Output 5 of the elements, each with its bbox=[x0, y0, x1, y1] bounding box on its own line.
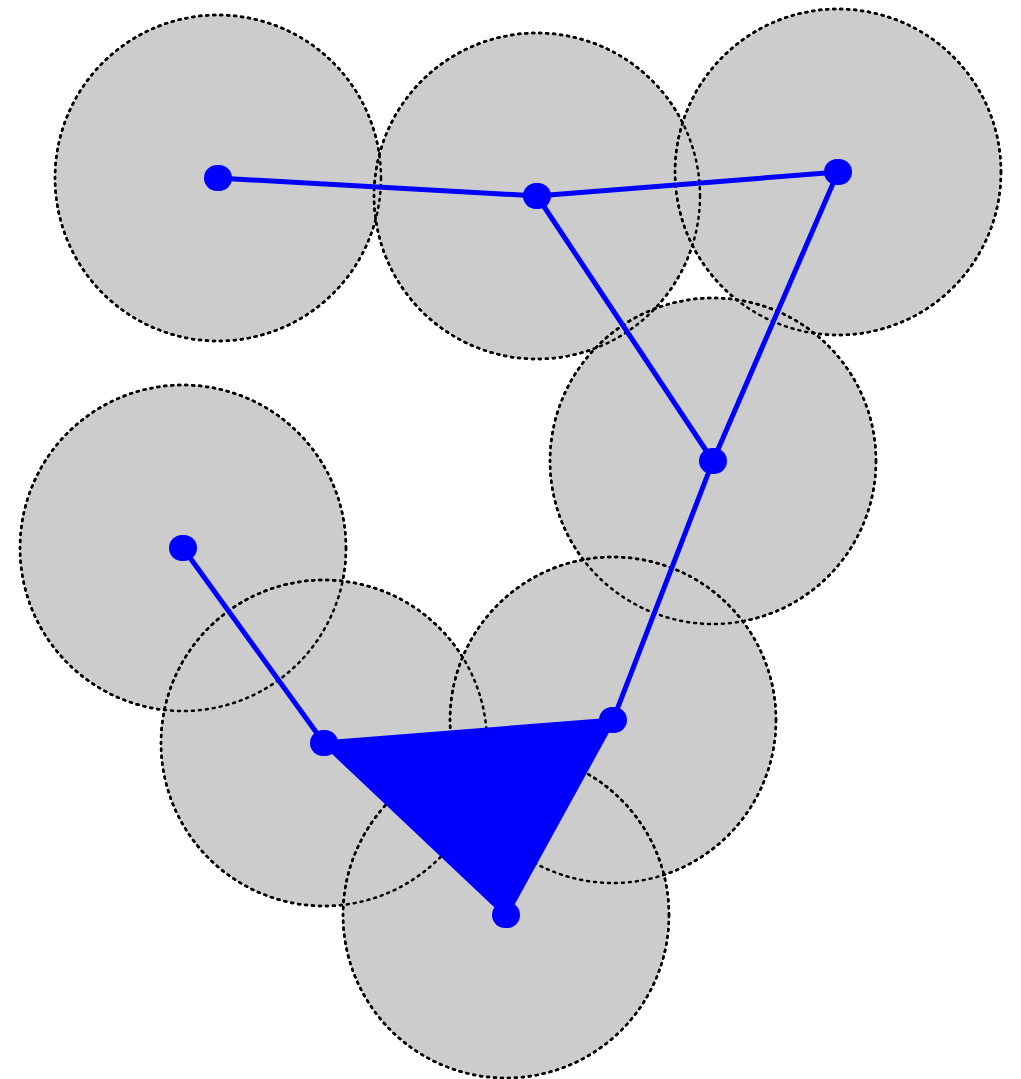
edge-line bbox=[715, 182, 836, 451]
edge-line bbox=[541, 204, 709, 453]
edge-line bbox=[188, 556, 319, 735]
edge-line bbox=[615, 471, 711, 710]
edge-line bbox=[331, 749, 499, 909]
